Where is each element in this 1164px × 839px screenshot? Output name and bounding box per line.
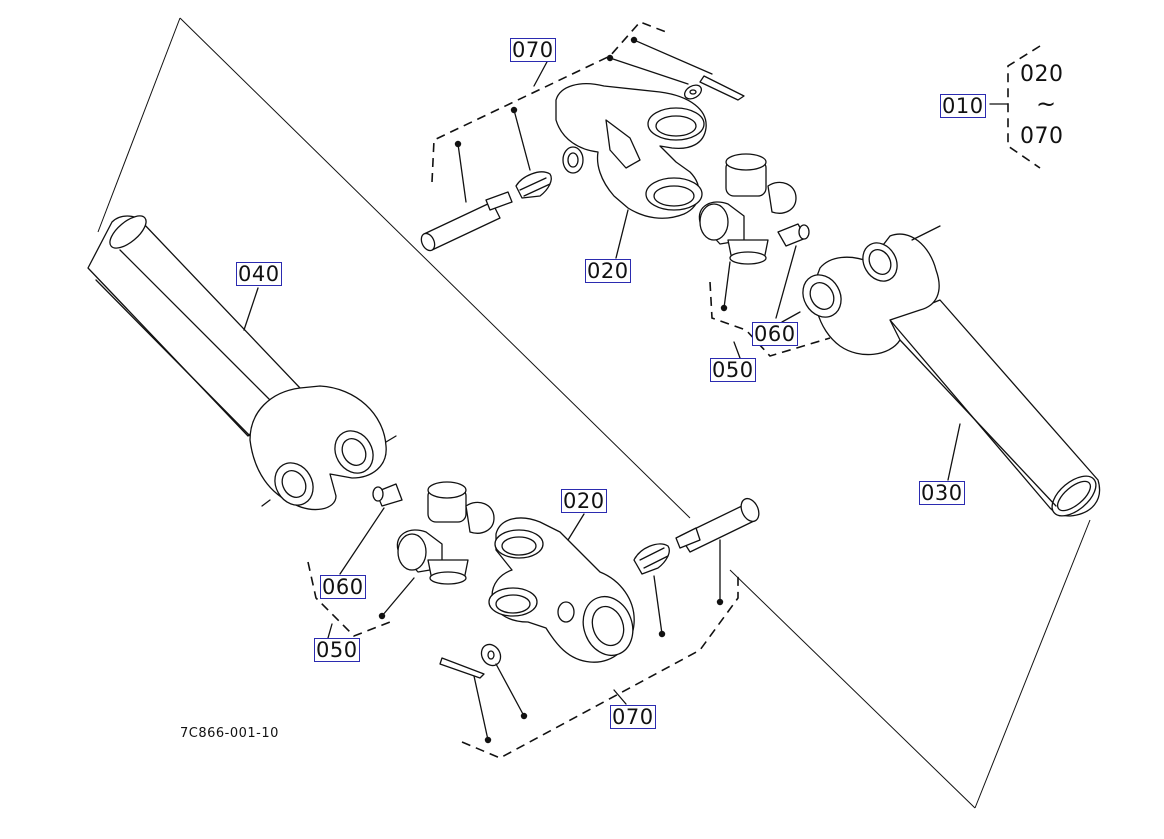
shaft-040[interactable] [87, 210, 301, 441]
callout-020-top[interactable]: 020 [585, 259, 631, 283]
perspective-frame [97, 17, 1091, 809]
callout-030[interactable]: 030 [919, 481, 965, 505]
callout-020-bottom[interactable]: 020 [561, 489, 607, 513]
range-start-label: 020 [1020, 62, 1064, 87]
group-bracket-070-top [431, 21, 667, 183]
callout-060-bottom[interactable]: 060 [320, 575, 366, 599]
grease-nipple-upper[interactable] [777, 223, 810, 247]
callout-070-top[interactable]: 070 [510, 38, 556, 62]
group-bracket-050-top [709, 281, 831, 357]
yoke-030[interactable] [781, 225, 941, 356]
grease-nipple-lower[interactable] [372, 483, 403, 507]
pin-set-lower[interactable] [439, 496, 762, 679]
shaft-030[interactable] [889, 299, 1103, 523]
leader-dots [378, 36, 728, 744]
group-bracket-050-bottom [307, 561, 391, 637]
leader-lines [243, 39, 961, 741]
pin-set-upper[interactable] [419, 75, 745, 253]
callout-040[interactable]: 040 [236, 262, 282, 286]
callout-010[interactable]: 010 [940, 94, 986, 118]
yoke-020-lower[interactable] [488, 517, 641, 663]
callout-060-top[interactable]: 060 [752, 322, 798, 346]
callout-050-top[interactable]: 050 [710, 358, 756, 382]
callout-070-bottom[interactable]: 070 [610, 705, 656, 729]
diagram-id: 7C866-001-10 [180, 726, 279, 741]
range-separator: ~ [1036, 90, 1057, 118]
yoke-040[interactable] [249, 385, 397, 512]
yoke-020-upper[interactable] [555, 83, 707, 219]
universal-joint-upper[interactable] [698, 153, 797, 265]
universal-joint-lower[interactable] [396, 481, 495, 585]
callout-050-bottom[interactable]: 050 [314, 638, 360, 662]
range-bracket-010 [989, 45, 1041, 169]
range-end-label: 070 [1020, 124, 1064, 149]
